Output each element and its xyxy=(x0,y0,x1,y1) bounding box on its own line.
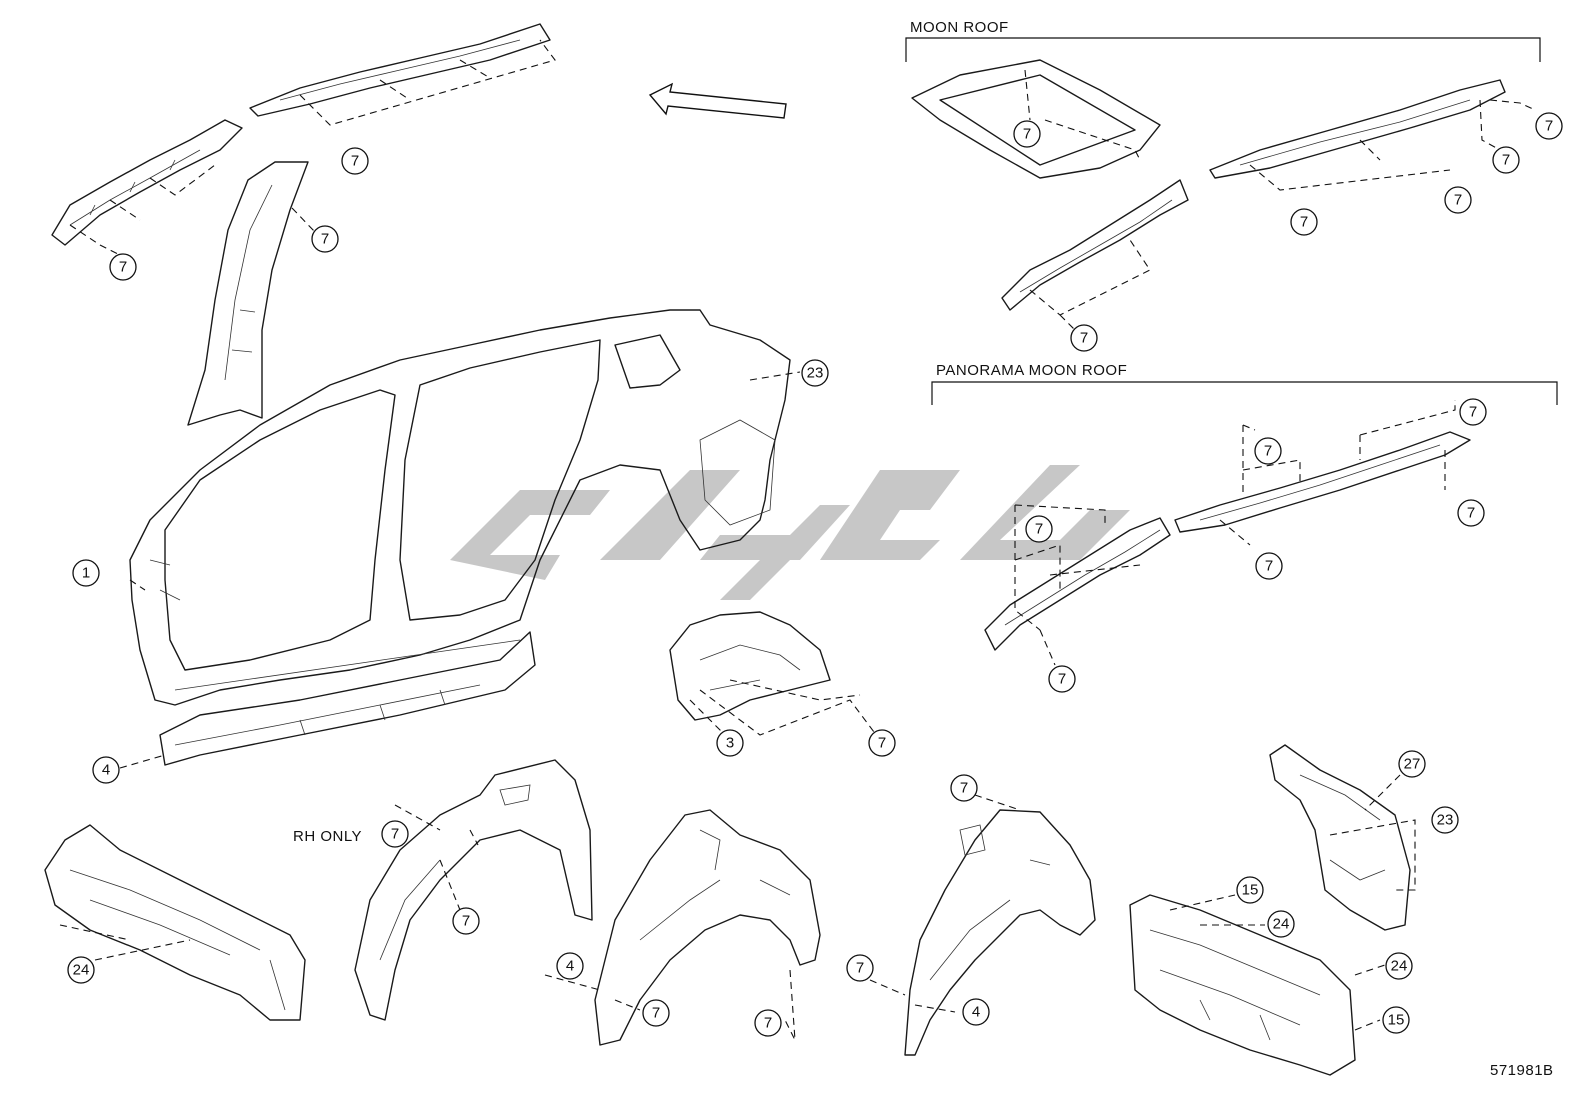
svg-text:1: 1 xyxy=(82,565,90,582)
svg-text:7: 7 xyxy=(321,231,329,248)
svg-text:23: 23 xyxy=(807,365,824,382)
callout-p24b: 24 xyxy=(1267,910,1295,938)
callout-c18: 7 xyxy=(1254,437,1282,465)
callout-p4a: 4 xyxy=(92,756,120,784)
callout-c8: 7 xyxy=(754,1009,782,1037)
quarter-wheelhouse-front-panel xyxy=(669,611,881,741)
rh-only-label: RH ONLY xyxy=(293,828,362,845)
callout-p15a: 15 xyxy=(1236,876,1264,904)
moon-roof-rail-front xyxy=(1001,179,1189,331)
moon-roof-bracket xyxy=(905,37,1541,62)
callout-p23a: 23 xyxy=(801,359,829,387)
callout-p3: 3 xyxy=(716,729,744,757)
svg-text:7: 7 xyxy=(878,735,886,752)
watermark-logo xyxy=(450,465,1130,600)
panorama-moon-roof-label: PANORAMA MOON ROOF xyxy=(936,362,1127,379)
rear-wheelhouse-outer-lh xyxy=(544,809,821,1046)
callout-c21: 7 xyxy=(1255,552,1283,580)
panorama-roof-rail-front xyxy=(984,504,1171,666)
callout-p23b: 23 xyxy=(1431,806,1459,834)
back-panel xyxy=(1129,894,1386,1076)
callout-p15b: 15 xyxy=(1382,1006,1410,1034)
callout-c1: 7 xyxy=(109,253,137,281)
rocker-panel-reinforcement xyxy=(119,631,536,769)
svg-text:7: 7 xyxy=(1469,404,1477,421)
callout-c2: 7 xyxy=(341,147,369,175)
callout-c16: 7 xyxy=(1070,324,1098,352)
svg-text:24: 24 xyxy=(1391,958,1408,975)
svg-text:7: 7 xyxy=(764,1015,772,1032)
svg-text:7: 7 xyxy=(1300,214,1308,231)
svg-text:24: 24 xyxy=(73,962,90,979)
svg-text:4: 4 xyxy=(566,958,574,975)
svg-text:7: 7 xyxy=(1023,126,1031,143)
callout-p4b: 4 xyxy=(556,952,584,980)
svg-text:7: 7 xyxy=(652,1005,660,1022)
callout-c22: 7 xyxy=(1048,665,1076,693)
callout-c13: 7 xyxy=(1492,146,1520,174)
cowl-top-panel xyxy=(44,824,306,1021)
moon-roof-rail-rear xyxy=(1209,79,1536,191)
svg-text:7: 7 xyxy=(1502,152,1510,169)
forward-arrow-icon xyxy=(648,82,787,119)
svg-text:15: 15 xyxy=(1242,882,1259,899)
svg-text:7: 7 xyxy=(1545,118,1553,135)
side-body-outer-panel xyxy=(129,309,801,706)
callout-c7: 7 xyxy=(642,999,670,1027)
callout-p27: 27 xyxy=(1398,750,1426,778)
callout-p24a: 24 xyxy=(67,956,95,984)
callout-c5: 7 xyxy=(381,820,409,848)
svg-text:7: 7 xyxy=(119,259,127,276)
roof-rail-rear-left xyxy=(249,23,556,126)
svg-text:7: 7 xyxy=(1454,192,1462,209)
svg-text:7: 7 xyxy=(856,960,864,977)
svg-text:7: 7 xyxy=(1467,505,1475,522)
callout-c14: 7 xyxy=(1444,186,1472,214)
diagram-code: 571981B xyxy=(1490,1062,1554,1079)
callout-c9: 7 xyxy=(950,774,978,802)
svg-text:7: 7 xyxy=(960,780,968,797)
quarter-inner-rear-upper xyxy=(1269,744,1416,931)
callout-c19: 7 xyxy=(1457,499,1485,527)
svg-text:7: 7 xyxy=(1080,330,1088,347)
callout-c12: 7 xyxy=(1535,112,1563,140)
callout-c4: 7 xyxy=(868,729,896,757)
svg-text:4: 4 xyxy=(972,1004,980,1021)
svg-text:24: 24 xyxy=(1273,916,1290,933)
panorama-moon-roof-bracket xyxy=(931,381,1558,405)
callout-c11: 7 xyxy=(1013,120,1041,148)
callout-p4c: 4 xyxy=(962,998,990,1026)
panorama-roof-rail-rear xyxy=(1174,400,1471,546)
front-wheelhouse-inner-rh xyxy=(354,759,593,1021)
svg-text:7: 7 xyxy=(1264,443,1272,460)
rear-wheelhouse-outer-rh xyxy=(869,794,1096,1056)
svg-text:7: 7 xyxy=(391,826,399,843)
svg-text:23: 23 xyxy=(1437,812,1454,829)
svg-text:3: 3 xyxy=(726,735,734,752)
roof-rail-front-left xyxy=(51,119,243,256)
moon-roof-label: MOON ROOF xyxy=(910,19,1009,36)
callout-c3: 7 xyxy=(311,225,339,253)
callout-p24c: 24 xyxy=(1385,952,1413,980)
svg-text:7: 7 xyxy=(1058,671,1066,688)
callout-c17: 7 xyxy=(1459,398,1487,426)
b-pillar-reinforcement xyxy=(187,161,316,426)
svg-text:15: 15 xyxy=(1388,1012,1405,1029)
svg-text:7: 7 xyxy=(351,153,359,170)
callout-c20: 7 xyxy=(1025,515,1053,543)
svg-text:7: 7 xyxy=(1035,521,1043,538)
svg-text:7: 7 xyxy=(462,913,470,930)
svg-text:7: 7 xyxy=(1265,558,1273,575)
svg-text:27: 27 xyxy=(1404,756,1421,773)
callout-p1: 1 xyxy=(72,559,100,587)
svg-text:4: 4 xyxy=(102,762,110,779)
callout-c10: 7 xyxy=(846,954,874,982)
callout-c15: 7 xyxy=(1290,208,1318,236)
moon-roof-frame xyxy=(911,59,1161,179)
callout-c6: 7 xyxy=(452,907,480,935)
